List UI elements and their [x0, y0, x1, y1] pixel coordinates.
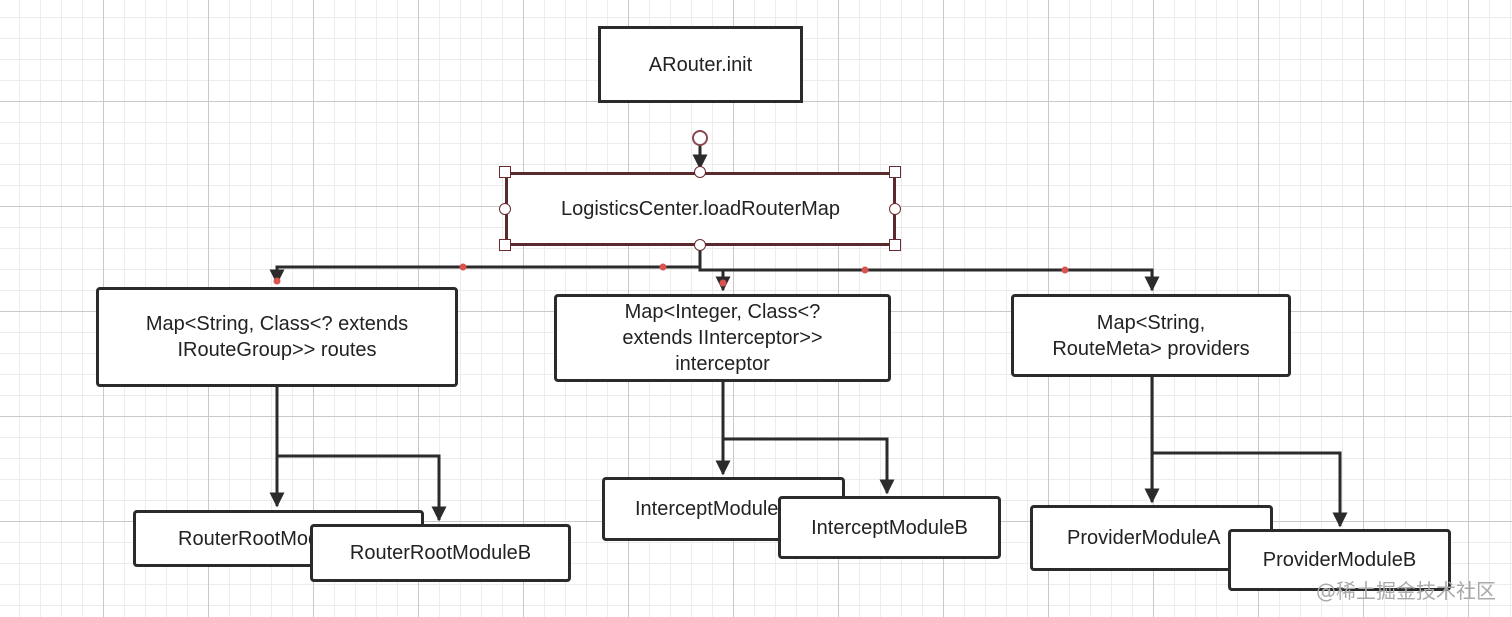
resize-handle-top-left[interactable]	[499, 166, 511, 178]
edge-waypoint[interactable]	[459, 263, 467, 271]
edge-providers-to-provider-b[interactable]	[1152, 451, 1348, 528]
edge-waypoint[interactable]	[659, 263, 667, 271]
node-interceptor-map[interactable]: Map<Integer, Class<? extends IIntercepto…	[554, 294, 891, 382]
edge-load-to-routes[interactable]	[269, 246, 702, 285]
node-arouter-init[interactable]: ARouter.init	[598, 26, 803, 103]
node-routes-map[interactable]: Map<String, Class<? extends IRouteGroup>…	[96, 287, 458, 387]
node-logistics-center-load-router-map[interactable]: LogisticsCenter.loadRouterMap	[505, 172, 896, 246]
node-providers-map[interactable]: Map<String, RouteMeta> providers	[1011, 294, 1291, 377]
connection-handle[interactable]	[692, 130, 708, 146]
connection-point-right[interactable]	[889, 203, 901, 215]
connection-point-top[interactable]	[694, 166, 706, 178]
watermark-text: @稀土掘金技术社区	[1316, 579, 1496, 603]
edge-interceptor-to-intercept-b[interactable]	[723, 437, 895, 495]
node-router-root-module-b[interactable]: RouterRootModuleB	[310, 524, 571, 582]
connection-point-left[interactable]	[499, 203, 511, 215]
edge-load-to-providers[interactable]	[698, 246, 1160, 292]
node-intercept-module-b[interactable]: InterceptModuleB	[778, 496, 1001, 559]
resize-handle-top-right[interactable]	[889, 166, 901, 178]
edge-routes-to-router-b[interactable]	[277, 454, 447, 522]
edge-waypoint[interactable]	[1061, 266, 1069, 274]
connection-point-bottom[interactable]	[694, 239, 706, 251]
node-provider-module-b[interactable]: ProviderModuleB	[1228, 529, 1451, 591]
edge-waypoint[interactable]	[273, 277, 281, 285]
resize-handle-bottom-left[interactable]	[499, 239, 511, 251]
resize-handle-bottom-right[interactable]	[889, 239, 901, 251]
edge-waypoint[interactable]	[719, 279, 727, 287]
edge-waypoint[interactable]	[861, 266, 869, 274]
